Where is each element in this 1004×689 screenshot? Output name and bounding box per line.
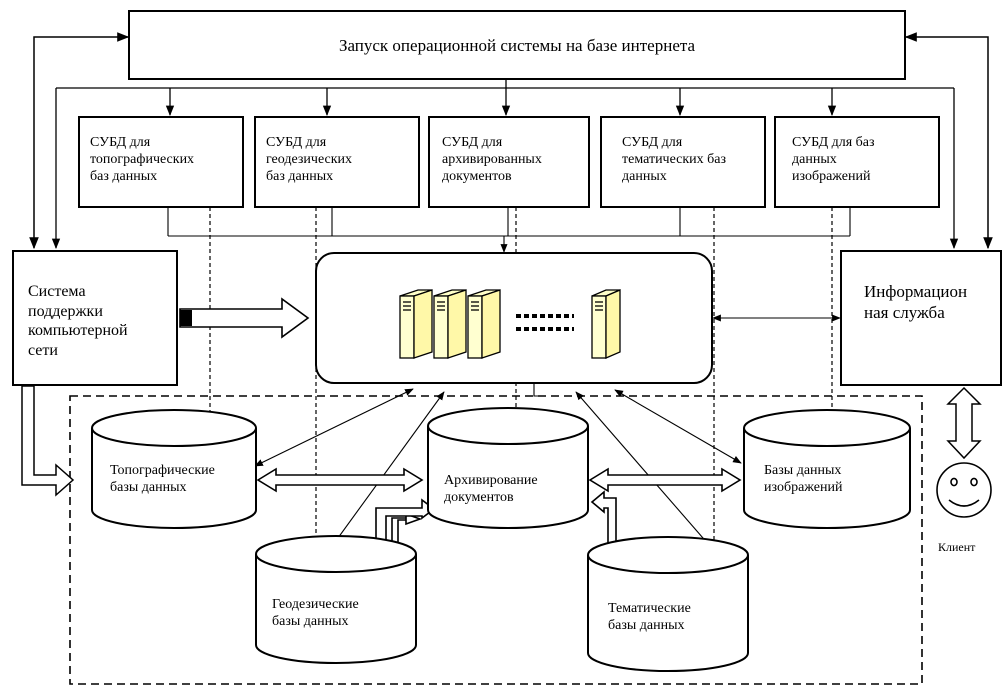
dbms-box-thematic: СУБД для тематических баз данных [600, 116, 766, 208]
db-label-line: изображений [764, 480, 843, 496]
database-region [69, 395, 923, 685]
db-label-line: Базы данных [764, 463, 842, 478]
info-client-arrow [946, 386, 982, 460]
dbms-line: СУБД для баз [792, 135, 875, 150]
network-support-line: Система [28, 283, 86, 300]
db-label-line: Геодезические [272, 597, 359, 612]
database-cylinders [91, 407, 911, 672]
network-support-line: поддержки [28, 302, 103, 320]
client-icon [936, 462, 992, 518]
network-support-line: сети [28, 341, 58, 359]
header-distribution-bus [51, 80, 959, 250]
header-side-links [29, 32, 993, 250]
db-label-line: базы данных [272, 614, 349, 630]
client-label: Клиент [938, 540, 976, 554]
cylinder-topographic [91, 428, 257, 529]
network-to-region-arrow [21, 385, 75, 497]
db-label-archive: Архивирование документов [444, 472, 538, 506]
db-label-geodetic: Геодезические базы данных [272, 596, 359, 630]
dbms-line: баз данных [90, 169, 158, 185]
dbms-line: тематических баз [622, 152, 727, 168]
dbms-line: СУБД для [442, 135, 503, 150]
db-label-topographic: Топографические базы данных [110, 462, 215, 496]
db-label-line: документов [444, 490, 514, 506]
os-launch-title: Запуск операционной системы на базе инте… [338, 36, 696, 55]
dbms-line: архивированных [442, 152, 542, 168]
cylinder-thematic [587, 555, 749, 672]
db-label-line: базы данных [608, 618, 685, 634]
info-service-line: Информацион [864, 282, 968, 301]
dbms-line: геодезических [266, 152, 353, 168]
dbms-collector-bus [167, 207, 851, 253]
db-label-line: Тематические [608, 601, 691, 616]
cylinder-images [743, 428, 911, 529]
network-support-box: Система поддержки компьютерной сети [12, 250, 178, 386]
db-label-line: базы данных [110, 480, 187, 496]
db-label-thematic: Тематические базы данных [608, 600, 691, 634]
dbms-box-images: СУБД для баз данных изображений [774, 116, 940, 208]
dbms-box-archive: СУБД для архивированных документов [428, 116, 590, 208]
db-label-line: Топографические [110, 463, 215, 478]
dbms-box-topographic: СУБД для топографических баз данных [78, 116, 244, 208]
dbms-line: изображений [792, 169, 871, 185]
cylinder-archive [427, 426, 589, 529]
dbms-line: СУБД для [266, 135, 327, 150]
dbms-line: данных [792, 152, 837, 168]
os-launch-box: Запуск операционной системы на базе инте… [128, 10, 906, 80]
db-label-line: Архивирование [444, 473, 538, 488]
dbms-line: СУБД для [90, 135, 151, 150]
network-to-server-arrow [179, 297, 310, 339]
dbms-box-geodetic: СУБД для геодезических баз данных [254, 116, 420, 208]
server-block [315, 252, 713, 384]
dbms-line: топографических [90, 152, 195, 168]
dbms-line: данных [622, 169, 667, 185]
server-icon [399, 289, 621, 359]
info-service-box: Информацион ная служба [840, 250, 1002, 386]
dbms-line: баз данных [266, 169, 334, 185]
server-to-region-link [533, 384, 544, 397]
db-label-images: Базы данных изображений [764, 462, 842, 496]
cylinder-geodetic [255, 554, 417, 664]
dbms-line: СУБД для [622, 135, 683, 150]
dbms-line: документов [442, 169, 512, 185]
info-service-line: ная служба [864, 302, 945, 322]
network-support-line: компьютерной [28, 322, 128, 340]
